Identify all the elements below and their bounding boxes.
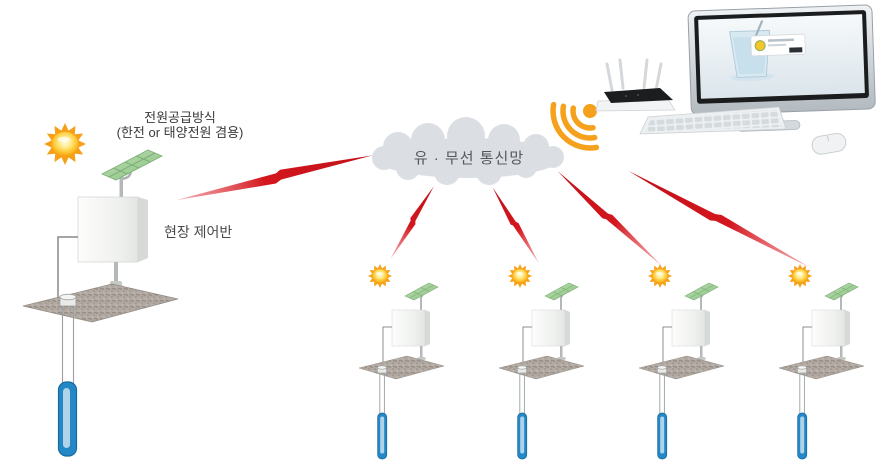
keyboard: [639, 106, 787, 135]
network-cloud-icon: [372, 117, 564, 185]
lightning-bolt-2: [485, 187, 546, 264]
ground-pad: [22, 283, 179, 323]
lightning-bolt-1: [390, 182, 434, 263]
remote-station-3: [639, 264, 724, 459]
main-station: [22, 123, 179, 457]
field-control-panel-label: 현장 제어반: [164, 224, 233, 240]
power-supply-label-line2: (한전 or 태양전원 겸용): [116, 125, 244, 140]
lightning-bolt-4: [623, 170, 816, 268]
remote-station-1: [359, 264, 444, 459]
control-box: [77, 196, 148, 263]
solar-panel: [101, 149, 163, 199]
power-supply-label-line1: 전원공급방식: [144, 110, 216, 125]
lightning-bolt-main: [175, 141, 373, 215]
well-sensor-tube: [57, 381, 78, 457]
desktop-monitor: [687, 4, 876, 132]
lightning-bolt-3: [550, 171, 669, 266]
well-casing: [59, 293, 77, 307]
power-supply-label: 전원공급방식 (한전 or 태양전원 겸용): [70, 110, 290, 140]
screen-popup-card: [750, 33, 806, 57]
remote-station-4: [779, 264, 864, 459]
wifi-signal-icon: [550, 101, 600, 151]
network-cloud-label: 유 · 무선 통신망: [413, 150, 525, 167]
wifi-router: [595, 58, 676, 112]
remote-station-2: [499, 264, 584, 459]
mouse: [811, 132, 847, 155]
